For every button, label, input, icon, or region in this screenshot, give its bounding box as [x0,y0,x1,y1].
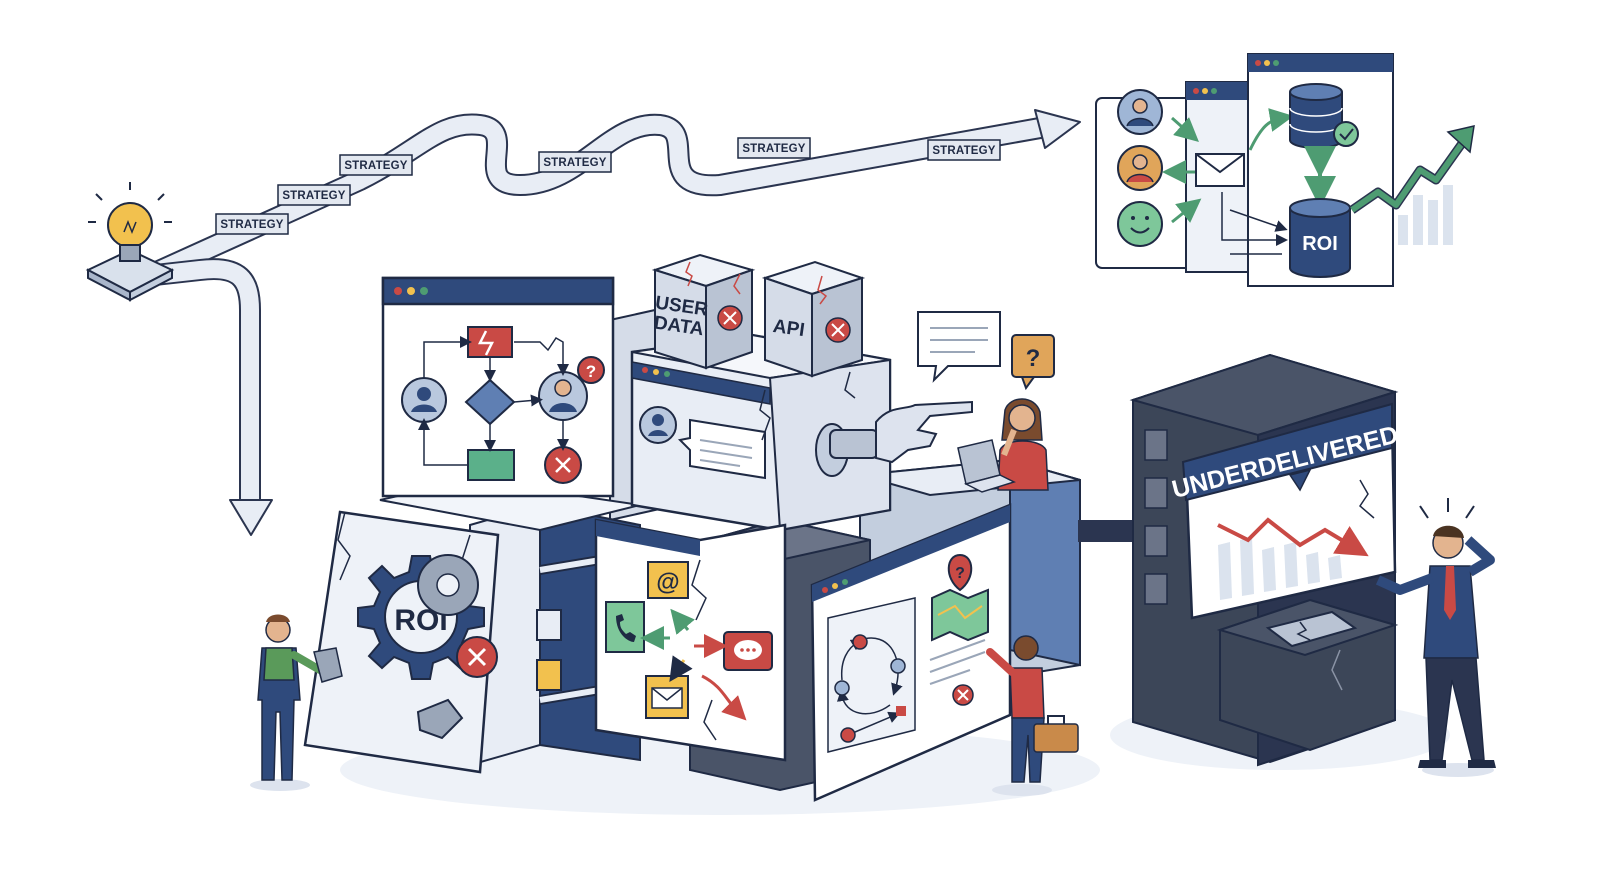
broken-piece [416,698,464,740]
map-panel: ? [810,503,1012,802]
svg-text:API: API [772,316,806,341]
gear-icon [417,554,479,616]
svg-text:ROI: ROI [1302,233,1338,255]
svg-text:?: ? [1026,345,1041,372]
question-mark-icon: ? [1011,334,1055,391]
phone-icon [605,601,645,653]
businessman-figure [1375,498,1496,777]
envelope-icon [1195,153,1245,187]
chat-bubble-icon [677,418,766,480]
flowchart-window: ? [381,276,615,498]
worker-with-toolbox [986,635,1079,796]
avatar [1117,89,1163,135]
question-mark-icon: ? [577,356,605,384]
user-node [401,377,447,423]
x-circle-icon [544,446,582,484]
strategy-path [139,109,1081,536]
svg-text:STRATEGY: STRATEGY [220,219,283,231]
strategy-tag: STRATEGY [927,139,1001,161]
roi-database: ROI [1289,198,1351,278]
avatar [1117,145,1163,191]
down-arrowhead [229,499,273,536]
check-circle-icon [1333,121,1359,147]
svg-text:?: ? [955,565,965,582]
woman-with-laptop [957,398,1049,493]
svg-text:STRATEGY: STRATEGY [344,160,407,172]
chat-bubble-icon [723,631,773,671]
envelope-icon [645,675,689,719]
path-arrowhead [1034,109,1081,149]
robot-hand-icon [815,400,973,477]
svg-text:STRATEGY: STRATEGY [932,145,995,157]
svg-text:USERDATA: USERDATA [651,293,709,341]
communication-panel: @ [594,518,787,762]
roi-dashboard: ROI [1095,53,1475,287]
strategy-tag: STRATEGY [737,137,811,159]
strategy-tag: STRATEGY [538,151,612,173]
svg-text:STRATEGY: STRATEGY [282,190,345,202]
process-node [467,449,515,481]
user-node [538,371,588,421]
lightbulb-icon [85,182,175,302]
user-data-block: USERDATA [651,253,756,370]
toolbox-icon [1033,715,1079,753]
question-mark-icon: ? [947,553,973,592]
api-block: API [761,260,866,378]
svg-text:STRATEGY: STRATEGY [742,143,805,155]
worker-figure [250,614,343,791]
svg-text:STRATEGY: STRATEGY [543,157,606,169]
speech-bubble [917,311,1001,383]
broken-tablet-icon [1265,610,1358,648]
x-circle-icon [952,684,974,706]
underdelivered-screen: UNDERDELIVERED [1169,402,1401,620]
map-icon [931,588,989,642]
strategy-tag: STRATEGY [339,154,413,176]
avatar [639,406,677,444]
strategy-tag: STRATEGY [277,184,351,206]
roi-gear-panel: ROI [303,510,500,774]
server-tower: UNDERDELIVERED [1129,353,1401,767]
smiley-icon [1117,201,1163,247]
x-circle-icon [456,636,498,678]
strategy-tag: STRATEGY [215,213,289,235]
svg-text:@: @ [656,569,679,596]
at-sign-icon: @ [647,561,689,599]
svg-text:?: ? [586,362,596,381]
